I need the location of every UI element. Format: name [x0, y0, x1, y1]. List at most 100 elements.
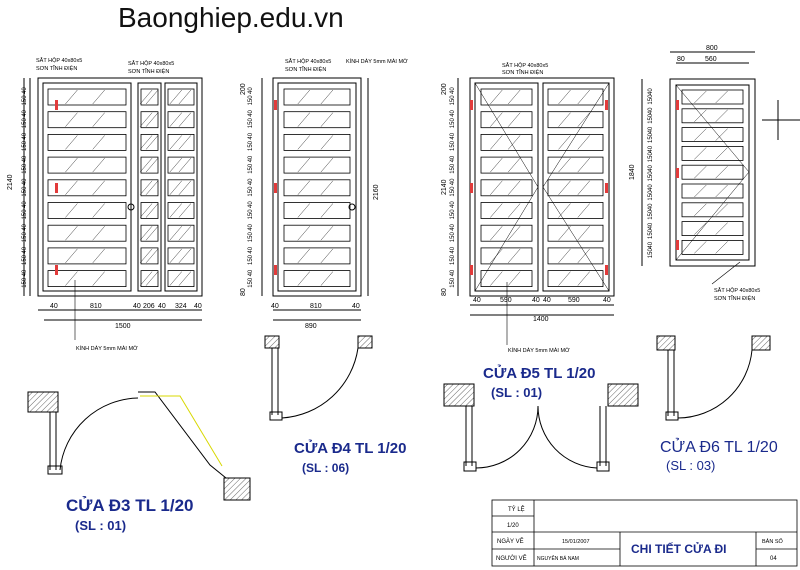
glass-hatch: [178, 135, 192, 150]
glass-hatch: [577, 226, 590, 241]
glass-panel: [283, 133, 351, 151]
title-block-drawer-value: NGUYỄN BÁ NAM: [537, 555, 579, 562]
door-d6-hinge: [676, 168, 679, 178]
glass-hatch: [297, 157, 310, 173]
glass-hatch: [178, 180, 192, 195]
row-dim-label: 150: [648, 171, 654, 182]
glass-panel: [47, 202, 127, 219]
row-dim-label: 40: [648, 88, 654, 95]
door-d3-note-frame: SƠN TĨNH ĐIỆN: [128, 67, 169, 75]
door-d4-width-part: 40: [271, 303, 279, 310]
row-dim-label: 150: [648, 248, 654, 259]
glass-hatch: [297, 271, 310, 286]
glass-hatch: [297, 180, 310, 195]
glass-panel: [140, 179, 159, 197]
glass-panel: [167, 202, 195, 219]
door-d3-width-part: 40: [50, 303, 58, 310]
glass-panel: [547, 202, 604, 219]
door-d6-frame: [669, 78, 756, 267]
glass-hatch: [297, 89, 310, 105]
glass-hatch: [715, 241, 728, 254]
door-d5-note-frame: SƠN TĨNH ĐIỆN: [502, 68, 543, 76]
glass-panel: [480, 111, 533, 129]
row-dim-label: 40: [648, 184, 654, 191]
door-d3-glass-panels-right: [167, 88, 195, 288]
row-dim-label: 40: [450, 132, 456, 139]
glass-hatch: [490, 180, 503, 195]
door-d5-top-label: 200: [441, 83, 448, 95]
door-d5-note-glass: KÍNH DÀY 5mm MÀI MỜ: [508, 347, 570, 354]
door-d5-hinge: [605, 183, 608, 193]
glass-hatch: [92, 157, 105, 173]
glass-hatch: [558, 226, 571, 241]
glass-hatch: [169, 135, 182, 150]
title-block-sheet-title: CHI TIẾT CỬA ĐI: [631, 541, 727, 556]
glass-panel: [681, 202, 744, 218]
glass-hatch: [139, 135, 153, 150]
glass-hatch: [558, 271, 571, 286]
glass-hatch: [577, 248, 590, 264]
row-dim-label: 40: [248, 246, 254, 253]
row-dim-label: 40: [248, 155, 254, 162]
glass-panel: [167, 111, 195, 129]
door-d4-note-frame: SƠN TĨNH ĐIỆN: [285, 65, 326, 73]
glass-panel: [140, 224, 159, 242]
glass-hatch: [139, 248, 153, 264]
glass-panel: [47, 133, 127, 151]
door-d3-elevation: [23, 77, 203, 321]
door-d4-row-dims: 4015040150401504015040150401504015040150…: [248, 87, 254, 288]
glass-hatch: [577, 157, 590, 173]
glass-hatch: [507, 271, 521, 286]
row-dim-label: 150: [248, 209, 254, 220]
door-d3-hinge: [55, 265, 58, 275]
row-dim-label: 150: [248, 232, 254, 243]
door-d5-glass-panels-right: [547, 88, 604, 288]
glass-hatch: [178, 271, 192, 286]
row-dim-label: 40: [248, 87, 254, 94]
row-dim-label: 40: [248, 132, 254, 139]
door-d5-width-part: 40: [603, 297, 611, 304]
glass-panel: [47, 179, 127, 197]
glass-hatch: [92, 248, 105, 264]
row-dim-label: 40: [450, 269, 456, 276]
glass-panel: [140, 88, 159, 106]
door-d6-width-total-label: 800: [706, 45, 718, 52]
glass-panel: [167, 88, 195, 106]
row-dim-label: 40: [22, 87, 28, 94]
glass-hatch: [558, 112, 571, 127]
door-d5-hinge: [470, 100, 473, 110]
door-d4-hinge: [274, 100, 277, 110]
door-d4-note-glass: KÍNH DÀY 5mm MÀI MỜ: [346, 58, 408, 65]
row-dim-label: 40: [648, 107, 654, 114]
glass-hatch: [577, 89, 590, 105]
glass-hatch: [145, 248, 159, 264]
glass-panel: [283, 111, 351, 129]
glass-hatch: [65, 112, 78, 127]
door-d6-note-frame: SẮT HỘP 40x80x5: [714, 286, 760, 294]
glass-hatch: [694, 222, 707, 235]
glass-hatch: [490, 112, 503, 127]
title-block-scale-value: 1/20: [507, 523, 519, 529]
glass-panel: [283, 247, 351, 265]
glass-panel: [47, 224, 127, 242]
door-d4-hinge: [274, 183, 277, 193]
glass-hatch: [178, 248, 192, 264]
row-dim-label: 40: [450, 109, 456, 116]
door-d6-note-frame: SƠN TĨNH ĐIỆN: [714, 294, 755, 302]
glass-panel: [480, 247, 533, 265]
row-dim-label: 40: [22, 246, 28, 253]
glass-panel: [480, 224, 533, 242]
glass-hatch: [65, 135, 78, 150]
row-dim-label: 40: [248, 201, 254, 208]
glass-hatch: [694, 203, 707, 216]
door-d5-hinge: [605, 100, 608, 110]
door-d6-plan: [656, 335, 771, 421]
title-block-drawer-label: NGƯỜI VẼ: [496, 555, 527, 562]
row-dim-label: 150: [648, 94, 654, 105]
row-dim-label: 150: [248, 186, 254, 197]
door-d6-leaf: [675, 84, 750, 261]
door-d5-leaf-left: [474, 82, 539, 292]
glass-hatch: [65, 180, 78, 195]
glass-panel: [681, 164, 744, 180]
glass-hatch: [577, 203, 590, 218]
